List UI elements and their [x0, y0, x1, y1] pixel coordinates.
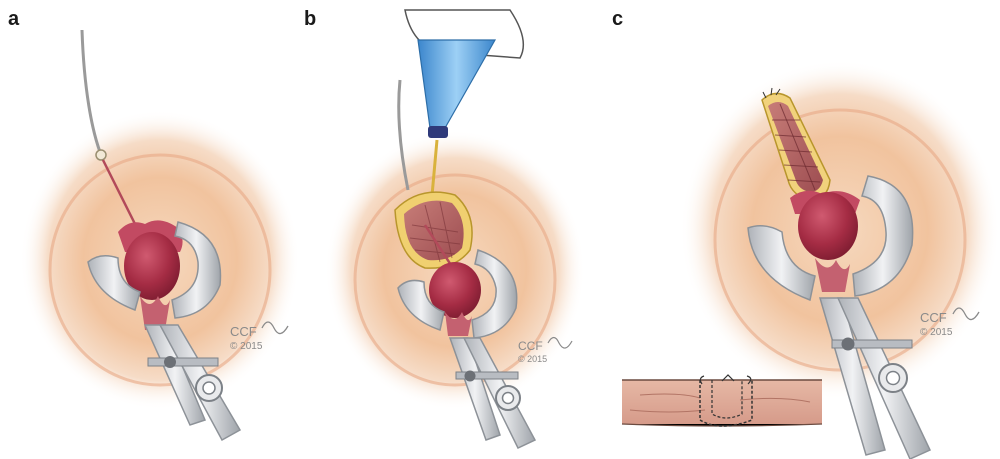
lesion: [429, 262, 481, 336]
skin-fold: [353, 173, 557, 387]
wire: [80, 29, 102, 153]
skin-fold: [48, 153, 272, 387]
retractor: [397, 249, 537, 449]
lesion: [790, 190, 860, 292]
credit-year: © 2015: [230, 341, 263, 352]
credit-c: CCF © 2015: [920, 307, 980, 338]
excised-flap: [394, 191, 473, 269]
credit-b: CCF © 2015: [518, 336, 573, 364]
panel-b: CCF © 2015: [325, 9, 585, 449]
panel-c: CCF © 2015: [621, 60, 1000, 459]
retractor: [747, 175, 932, 459]
wire-hub: [95, 149, 107, 161]
panel-label-a: a: [8, 8, 20, 30]
credit-name: CCF: [230, 324, 257, 339]
skin-fold: [713, 108, 967, 372]
wire: [397, 79, 410, 191]
panel-a: CCF © 2015: [20, 29, 300, 442]
retractor: [87, 221, 242, 442]
lesion: [118, 220, 183, 330]
credit-year: © 2015: [518, 354, 547, 364]
panel-label-b: b: [304, 8, 317, 30]
suture-cross-section: [621, 374, 823, 427]
credit-year: © 2015: [920, 327, 953, 338]
credit-name: CCF: [518, 339, 543, 353]
credit-a: CCF © 2015: [230, 321, 289, 352]
panel-label-c: c: [612, 8, 624, 30]
handpiece: [417, 39, 497, 129]
credit-name: CCF: [920, 310, 947, 325]
handpiece-collar: [428, 126, 448, 138]
